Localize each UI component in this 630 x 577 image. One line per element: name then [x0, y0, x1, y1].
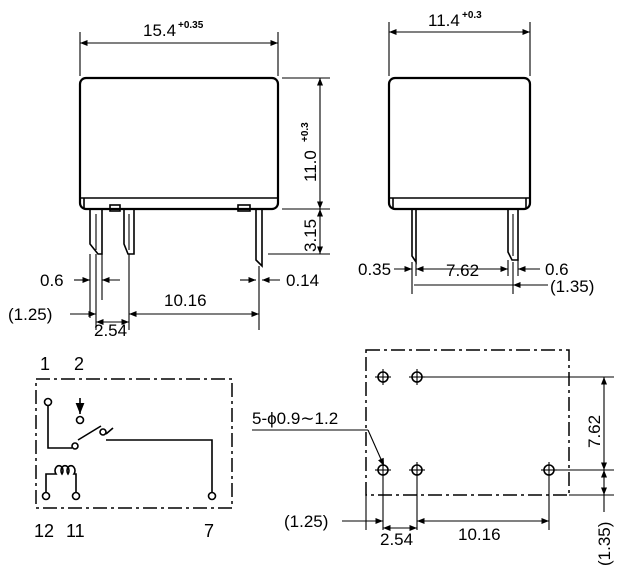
front-pin-left-2 — [123, 209, 135, 255]
pin-label-1: 1 — [40, 354, 50, 374]
pcb-pitch-v-dim: 7.62 — [585, 415, 604, 448]
side-pin-left — [411, 209, 417, 265]
pcb-hole-5 — [541, 462, 557, 478]
terminal-2 — [75, 415, 85, 425]
side-pin-width-dim: 0.6 — [545, 260, 569, 279]
front-pitch-small-dim: 2.54 — [94, 321, 127, 340]
front-height-dim: 11.0 — [301, 150, 320, 182]
terminal-1 — [43, 397, 53, 407]
pin-label-12: 12 — [34, 521, 54, 541]
pcb-offset-h-dim: (1.25) — [284, 512, 328, 531]
side-view: 11.4 +0.3 0.35 7.62 0.6 (1.35) — [358, 10, 594, 296]
terminal-11 — [71, 491, 81, 501]
front-width-tol: +0.35 — [178, 20, 204, 31]
front-width-dim: 15.4 — [143, 21, 176, 40]
pcb-offset-v-dim: (1.35) — [595, 522, 614, 566]
side-pin-thickness-dim: 0.35 — [358, 260, 391, 279]
front-pin-left-1 — [89, 209, 103, 255]
front-relay-body — [78, 76, 280, 211]
terminal-7 — [207, 491, 217, 501]
coil-symbol — [45, 464, 77, 492]
front-offset-dim: (1.25) — [8, 305, 52, 324]
pcb-hole-2 — [409, 369, 425, 385]
front-pitch-large-dim: 10.16 — [164, 291, 207, 310]
front-view: 15.4 +0.35 11.0 +0.3 3.15 0.6 0.14 (1.25… — [8, 20, 330, 340]
side-width-tol: +0.3 — [462, 10, 482, 21]
pin-label-11: 11 — [66, 521, 85, 541]
side-pin-right — [507, 209, 519, 261]
side-relay-body — [387, 76, 532, 211]
front-height-tol: +0.3 — [300, 122, 311, 142]
side-offset-dim: (1.35) — [550, 277, 594, 296]
pcb-hole-4 — [409, 462, 425, 478]
pcb-hole-3 — [375, 462, 391, 478]
pcb-hole-1 — [375, 369, 391, 385]
wiring-schematic: 1 2 12 11 7 — [34, 354, 233, 541]
hole-note: 5-ϕ0.9∼1.2 — [252, 409, 338, 428]
pcb-pitch-small-dim: 2.54 — [380, 530, 413, 549]
pcb-pitch-large-dim: 10.16 — [458, 525, 501, 544]
side-pitch-dim: 7.62 — [446, 261, 479, 280]
front-pin-length-dim: 3.15 — [301, 219, 320, 252]
front-pin-thickness-dim: 0.14 — [286, 271, 319, 290]
terminal-12 — [41, 491, 51, 501]
pin-label-2: 2 — [74, 354, 84, 374]
front-pin-width-dim: 0.6 — [40, 271, 64, 290]
pcb-layout: 5-ϕ0.9∼1.2 7.62 — [252, 349, 614, 566]
front-pin-right — [255, 209, 263, 268]
switch-contact — [77, 425, 102, 441]
pin-label-7: 7 — [204, 521, 214, 541]
side-width-dim: 11.4 — [428, 11, 460, 30]
